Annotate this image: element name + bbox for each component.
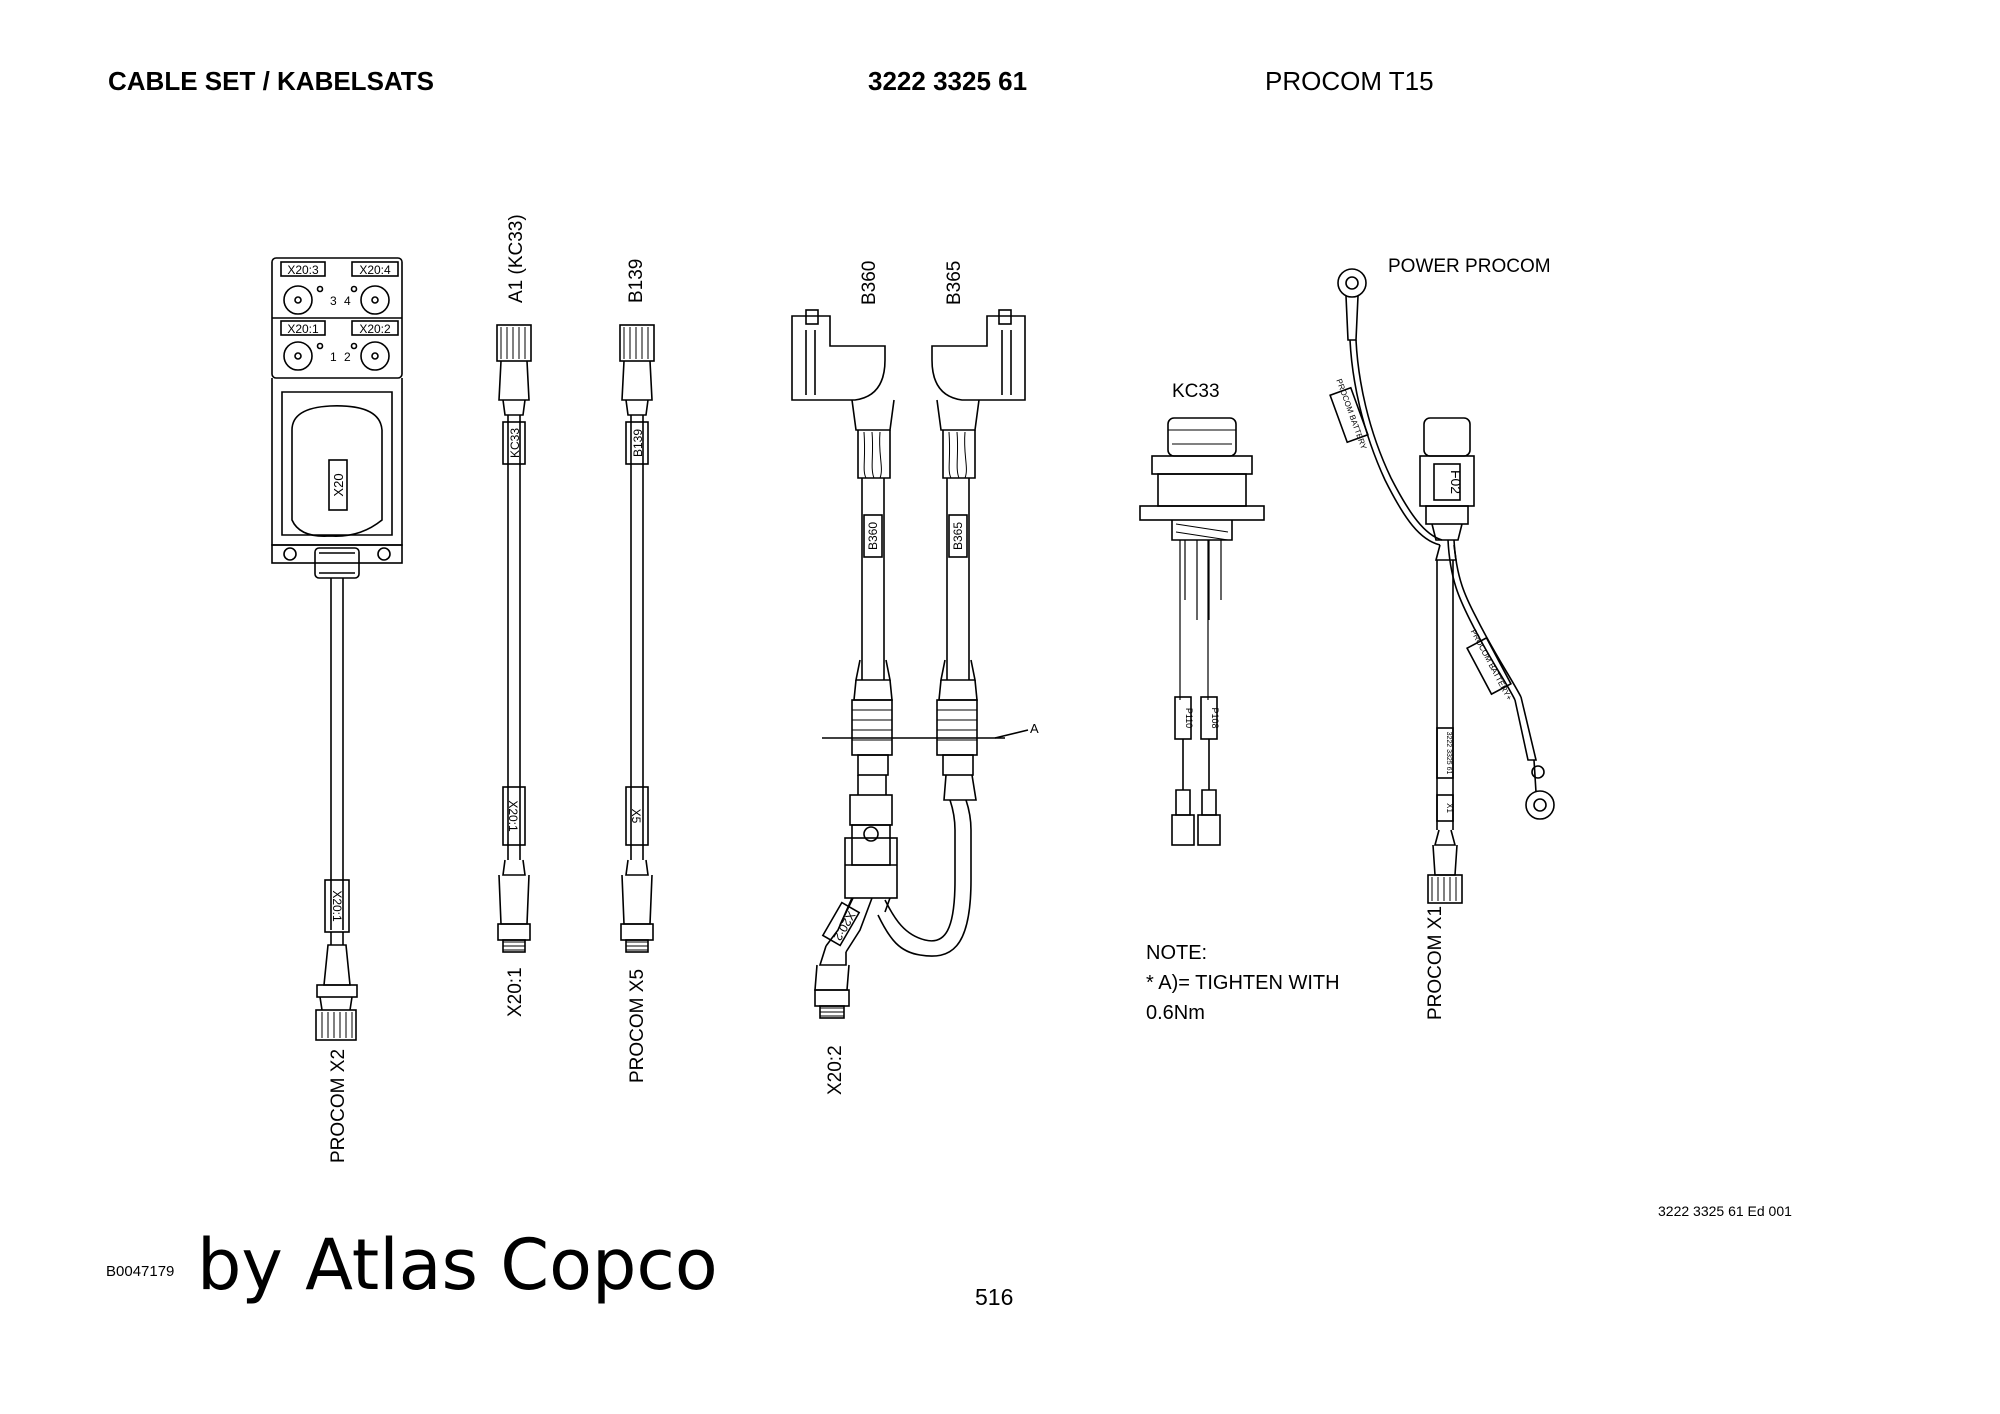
kc33-nut bbox=[1139, 505, 1265, 521]
procom-battery-tag-2 bbox=[1465, 636, 1513, 696]
label-pin-2: 2 bbox=[344, 350, 351, 364]
kc33-bulkhead-connector bbox=[1139, 417, 1265, 846]
drawing-labels: X20:3 X20:4 X20:1 X20:2 3 4 1 2 X20 X20:… bbox=[287, 214, 1550, 1163]
x20-4-label-box bbox=[351, 261, 399, 277]
note-block: NOTE: * A)= TIGHTEN WITH 0.6Nm bbox=[1146, 938, 1340, 1028]
b365-angle-connector bbox=[931, 315, 1026, 401]
label-a1-kc33: A1 (KC33) bbox=[506, 214, 527, 303]
b360-b365-y-cable bbox=[791, 309, 1029, 1019]
x20-1-label-box bbox=[280, 320, 326, 336]
label-x1-tag: X1 bbox=[1445, 803, 1454, 813]
label-procom-x1: PROCOM X1 bbox=[1425, 906, 1446, 1020]
x1-tag bbox=[1436, 794, 1454, 822]
label-kc33-tag: KC33 bbox=[508, 428, 522, 458]
y-splitter-body bbox=[849, 794, 893, 826]
note-line-2: 0.6Nm bbox=[1146, 1002, 1205, 1024]
x5-tag bbox=[625, 786, 649, 846]
label-pin-1: 1 bbox=[330, 350, 337, 364]
port-x20-1-icon bbox=[283, 341, 313, 371]
label-x20-3: X20:3 bbox=[287, 263, 319, 277]
document-reference: 3222 3325 61 Ed 001 bbox=[1658, 1203, 1792, 1219]
x20-junction-box-cable bbox=[271, 257, 403, 1041]
brand-watermark: by Atlas Copco bbox=[197, 1224, 718, 1306]
f02-tag bbox=[1433, 463, 1461, 501]
label-p108: P108 bbox=[1210, 707, 1220, 728]
label-b360: B360 bbox=[859, 261, 880, 305]
label-procom-x5: PROCOM X5 bbox=[627, 969, 648, 1083]
kc33-tag bbox=[502, 421, 526, 465]
x20-1-plug bbox=[497, 923, 531, 941]
label-x20-1-end: X20:1 bbox=[505, 967, 526, 1017]
part-number: 3222 3325 61 bbox=[868, 66, 1028, 96]
procom-x2-plug bbox=[315, 1009, 357, 1041]
x20-2-tag bbox=[821, 901, 861, 947]
label-power-procom: POWER PROCOM bbox=[1388, 256, 1551, 277]
label-f02: F02 bbox=[1448, 470, 1464, 494]
label-procom-x2: PROCOM X2 bbox=[328, 1049, 349, 1163]
procom-x1-plug bbox=[1427, 874, 1463, 904]
label-kc33: KC33 bbox=[1172, 381, 1220, 402]
kc33-cable bbox=[496, 324, 532, 953]
label-x20-2-end: X20:2 bbox=[825, 1045, 846, 1095]
label-p110: P110 bbox=[1184, 708, 1194, 728]
b365-tag bbox=[948, 514, 968, 558]
product-name: PROCOM T15 bbox=[1265, 66, 1434, 96]
note-line-1: * A)= TIGHTEN WITH bbox=[1146, 972, 1340, 994]
b360-angle-connector bbox=[791, 315, 886, 401]
x20-3-label-box bbox=[280, 261, 326, 277]
ring-terminal-top bbox=[1337, 268, 1367, 298]
terminal-p108 bbox=[1197, 814, 1221, 846]
b139-cable bbox=[619, 324, 655, 953]
label-x20-1-tag: X20:1 bbox=[330, 890, 344, 922]
x20-1-cable-tag bbox=[324, 879, 350, 933]
label-b365-tag: B365 bbox=[951, 522, 965, 550]
cable-code-tag bbox=[1436, 727, 1454, 779]
page-title: CABLE SET / KABELSATS bbox=[108, 66, 434, 96]
b365-coupling-nut bbox=[936, 699, 978, 756]
x20-1-tag-b bbox=[502, 786, 526, 846]
b139-plug bbox=[619, 324, 655, 362]
procom-battery-tag-1 bbox=[1329, 386, 1369, 444]
fuse-holder-cap bbox=[1423, 417, 1471, 457]
y-splitter-housing bbox=[844, 837, 898, 899]
label-b360-tag: B360 bbox=[866, 522, 880, 550]
procom-x5-plug bbox=[620, 923, 654, 941]
label-x20-body: X20 bbox=[331, 473, 346, 496]
b360-coupling-nut bbox=[851, 699, 893, 756]
label-x20-1-tag-b: X20:1 bbox=[506, 800, 520, 832]
label-x20-4: X20:4 bbox=[359, 263, 391, 277]
drawing-code: B0047179 bbox=[106, 1263, 175, 1280]
port-x20-4-icon bbox=[360, 285, 390, 315]
b139-tag bbox=[625, 421, 649, 465]
label-b139-tag: B139 bbox=[631, 429, 645, 457]
power-procom-cable bbox=[1329, 268, 1555, 904]
port-x20-3-icon bbox=[283, 285, 313, 315]
kc33-plug bbox=[496, 324, 532, 362]
label-pin-4: 4 bbox=[344, 294, 351, 308]
label-b139: B139 bbox=[626, 259, 647, 303]
kc33-connector-head bbox=[1167, 417, 1237, 457]
label-x20-2: X20:2 bbox=[359, 322, 391, 336]
ring-terminal-bottom bbox=[1525, 790, 1555, 820]
b360-tag bbox=[863, 514, 883, 558]
label-x20-1: X20:1 bbox=[287, 322, 319, 336]
page-number: 516 bbox=[975, 1284, 1014, 1310]
label-b365: B365 bbox=[944, 261, 965, 305]
port-x20-2-icon bbox=[360, 341, 390, 371]
label-x5-tag: X5 bbox=[629, 809, 643, 824]
label-cable-code: 3222 3325 61 bbox=[1445, 732, 1452, 775]
label-pin-3: 3 bbox=[330, 294, 337, 308]
junction-lid bbox=[291, 405, 383, 537]
note-title: NOTE: bbox=[1146, 942, 1208, 964]
x20-2-plug bbox=[814, 989, 850, 1007]
terminal-p110 bbox=[1171, 814, 1195, 846]
cable-gland bbox=[314, 547, 360, 579]
label-a-marker: A bbox=[1030, 721, 1039, 736]
x20-2-label-box bbox=[351, 320, 399, 336]
kc33-flange bbox=[1151, 455, 1253, 475]
